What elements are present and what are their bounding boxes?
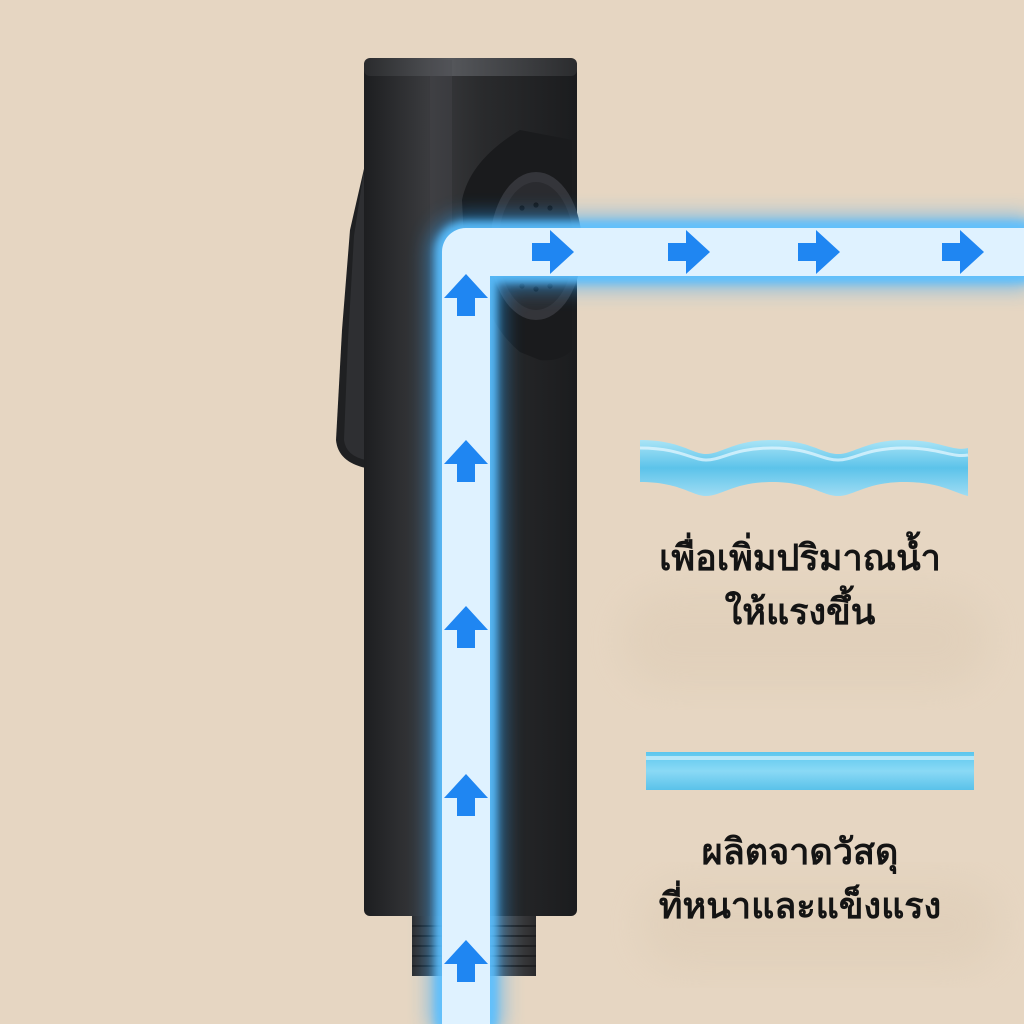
caption-line: ผลิตจาดวัสดุ: [701, 832, 899, 873]
arrow-icon: [798, 230, 840, 274]
caption-thick-material: ผลิตจาดวัสดุ ที่หนาและแข็งแรง: [600, 826, 1000, 934]
flow-arrows-right: [532, 230, 984, 274]
water-flow-path: [429, 215, 1024, 1024]
arrow-icon: [942, 230, 984, 274]
arrow-icon: [668, 230, 710, 274]
flow-arrows-up: [444, 274, 488, 982]
caption-line: ที่หนาและแข็งแรง: [658, 886, 942, 927]
sprayer-top: [364, 58, 577, 76]
caption-shadow-1: [620, 590, 990, 690]
wavy-pipe: [640, 440, 968, 496]
arrow-icon: [444, 774, 488, 816]
arrow-icon: [444, 940, 488, 982]
arrow-icon: [532, 230, 574, 274]
arrow-icon: [444, 440, 488, 482]
arrow-icon: [444, 274, 488, 316]
caption-line: ให้แรงขึ้น: [724, 592, 876, 633]
arrow-icon: [444, 606, 488, 648]
caption-more-water-flow: เพื่อเพิ่มปริมาณน้ำ ให้แรงขึ้น: [600, 532, 1000, 640]
caption-line: เพื่อเพิ่มปริมาณน้ำ: [659, 538, 941, 579]
caption-shadow-2: [640, 880, 1000, 970]
